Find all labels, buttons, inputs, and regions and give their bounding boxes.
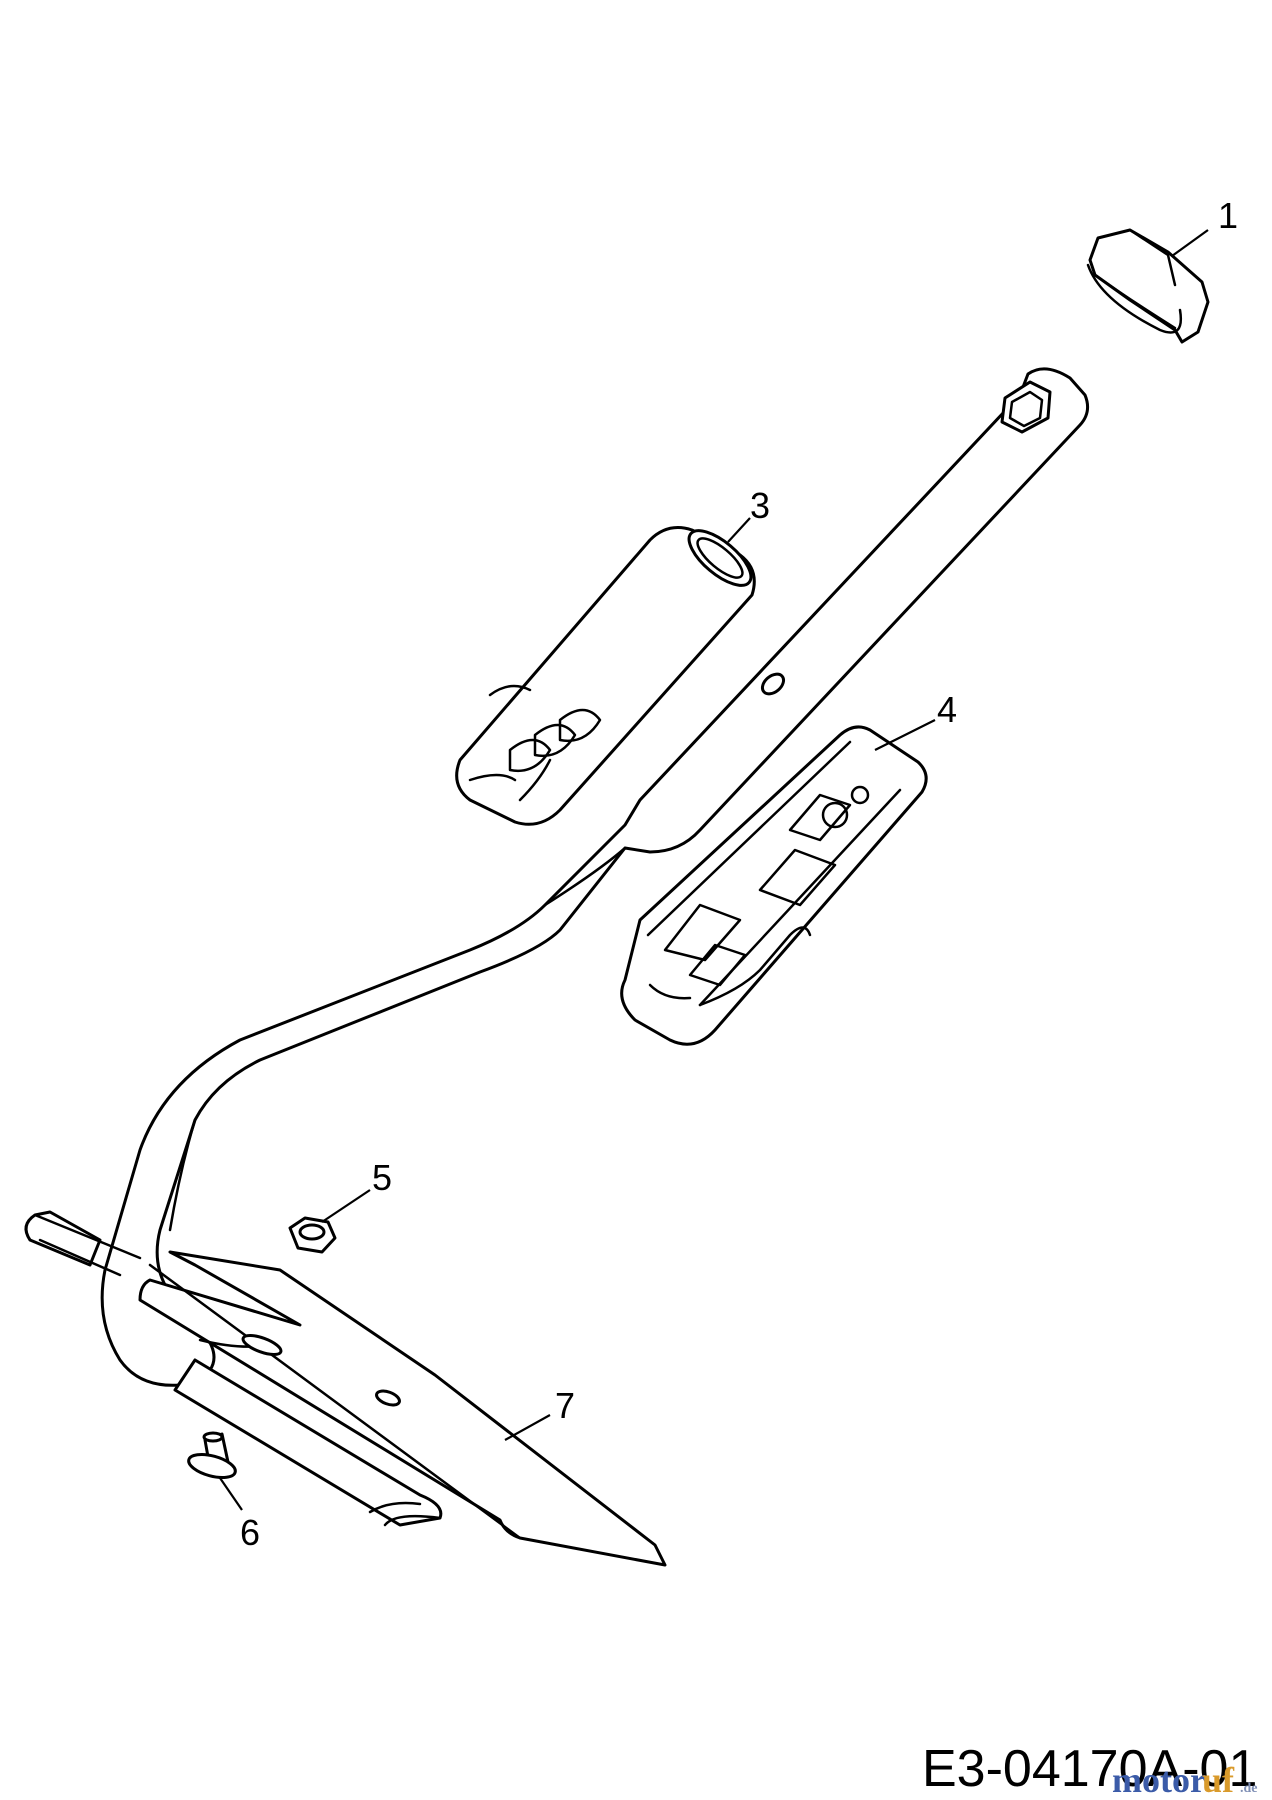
nut-part [288, 1216, 337, 1254]
callout-7: 7 [555, 1385, 575, 1426]
leader-line-3 [727, 517, 751, 543]
switch-housing-part [620, 725, 928, 1046]
handle-bar-part [24, 367, 1090, 1527]
svg-text:.de: .de [1240, 1781, 1258, 1796]
plate-part [138, 1250, 667, 1567]
leader-line-1 [1171, 229, 1209, 257]
grip-part [455, 526, 756, 826]
watermark-logo: motor uf .de [1112, 1760, 1258, 1800]
end-cap-part [1086, 228, 1210, 344]
svg-text:uf: uf [1202, 1760, 1235, 1800]
callout-5: 5 [372, 1157, 392, 1198]
leader-line-5 [321, 1189, 371, 1223]
leader-line-6 [219, 1477, 243, 1511]
rivet-part [187, 1431, 237, 1479]
leader-line-4 [874, 719, 936, 751]
callout-4: 4 [937, 689, 957, 730]
callout-6: 6 [240, 1512, 260, 1553]
leader-line-7 [504, 1414, 551, 1441]
drawing-code: E3-04170A-01 [922, 1740, 1257, 1798]
callout-1: 1 [1218, 195, 1238, 236]
svg-text:motor: motor [1112, 1760, 1206, 1800]
callout-3: 3 [750, 485, 770, 526]
